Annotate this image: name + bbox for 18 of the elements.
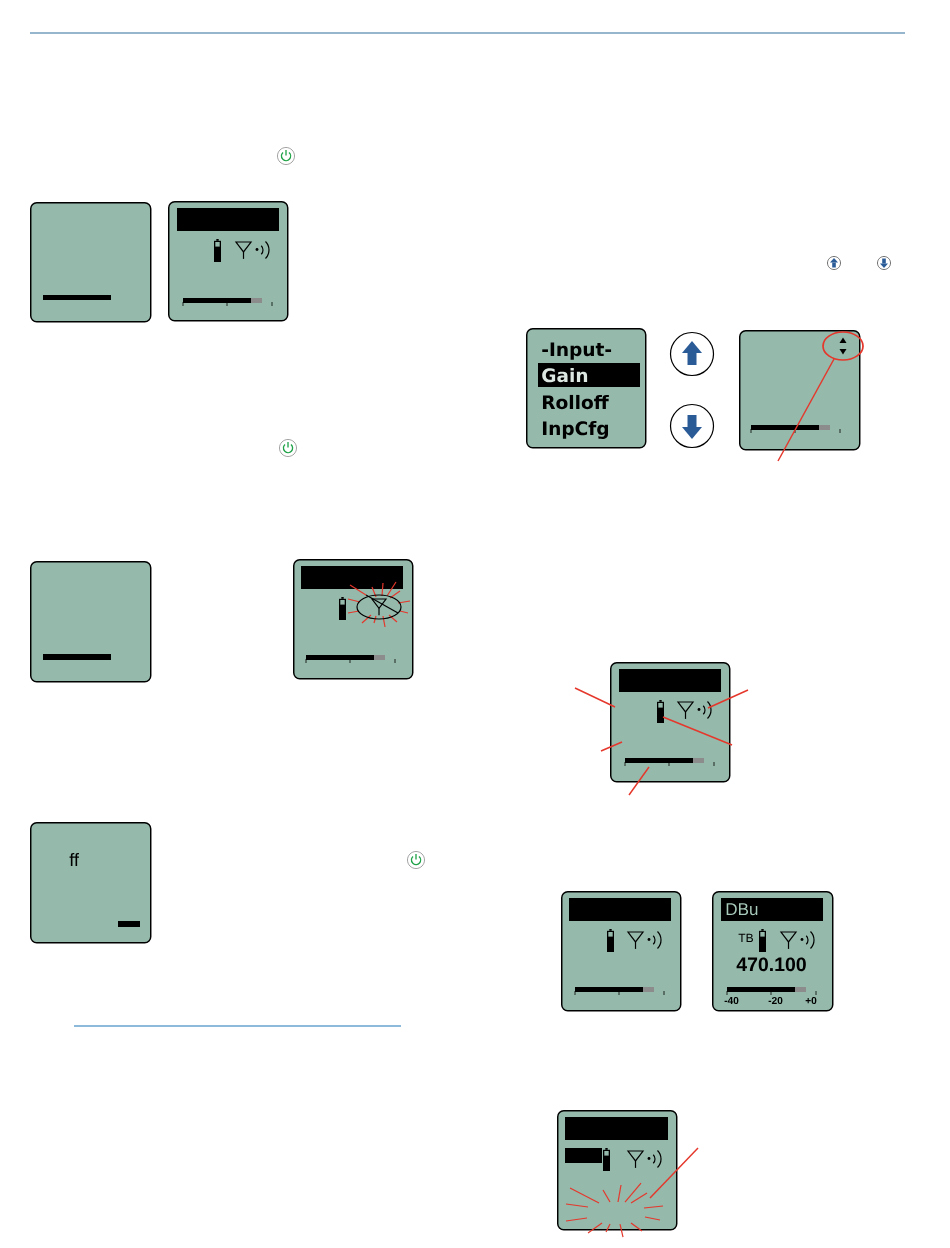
leader-line [707,689,749,709]
tick-label: +0 [805,996,817,1005]
selected-menu-item: Gain [538,363,640,387]
leader-line [628,766,650,796]
frequency-readout: 470.100 [736,957,806,972]
display-text: ff [69,853,79,866]
status-label: TB [738,933,753,942]
leader-line [662,716,733,746]
leader-line [600,741,623,752]
menu-item: Rolloff [542,394,609,410]
menu-title: -Input- [542,342,612,360]
leader-line [574,687,616,708]
menu-item: InpCfg [542,420,608,439]
leader-line [777,358,835,462]
tick-label: -20 [768,996,783,1005]
tick-label: -40 [724,996,739,1005]
leader-line [649,1147,699,1199]
display-header: DBu [721,898,823,921]
